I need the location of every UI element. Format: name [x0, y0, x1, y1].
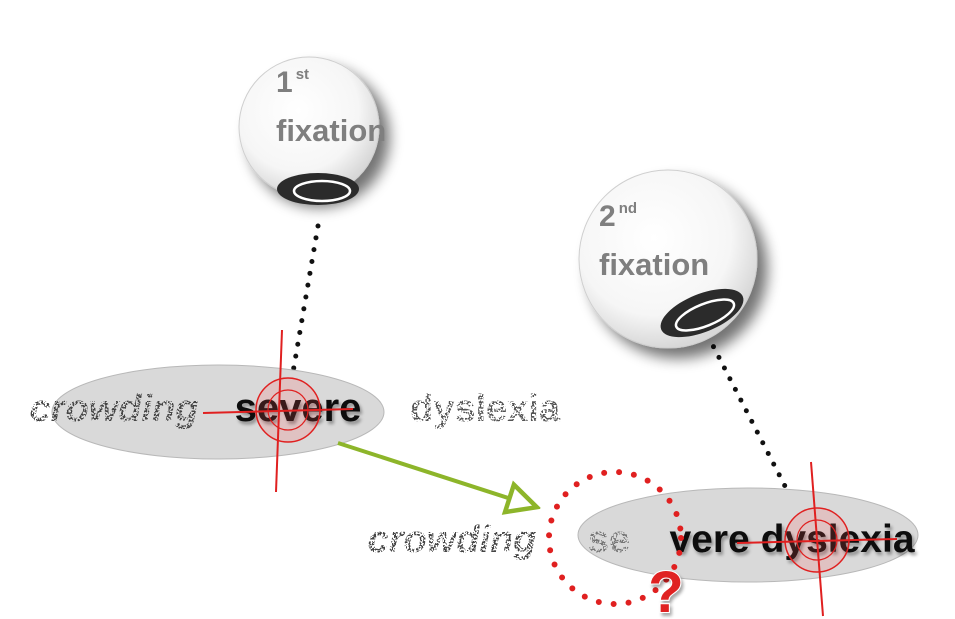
svg-text:2nd: 2nd: [599, 200, 637, 233]
fixation-1-suffix: st: [296, 66, 309, 83]
pupil-ring: [292, 179, 352, 203]
svg-text:1st: 1st: [276, 66, 309, 99]
saccade-arrow: [337, 441, 530, 505]
gaze-line-2: [705, 333, 790, 493]
fixation-marker-2: [736, 461, 898, 617]
gaze-line-1: [288, 223, 321, 387]
fixation-1-number: 1: [276, 66, 293, 99]
fixation-2-label: fixation: [599, 247, 709, 282]
question-mark: ?: [648, 560, 683, 619]
sentence-2: crowding se vere dyslexia: [368, 461, 919, 617]
sentence-1-crowded-after: dyslexia: [410, 388, 561, 430]
fixation-2-suffix: nd: [619, 200, 637, 217]
sentence-2-crowded-before: crowding: [368, 519, 537, 561]
fixation-marker-1: [202, 329, 354, 493]
sentence-2-partial: se: [588, 519, 630, 561]
pupil-ring: [674, 298, 736, 332]
pupil-outer: [660, 288, 744, 338]
fixation-2-number: 2: [599, 200, 616, 233]
sentence-1-crowded-before: crowding: [30, 388, 199, 430]
fixation-1-label: fixation: [276, 113, 386, 148]
uncertainty-circle: [546, 469, 684, 607]
